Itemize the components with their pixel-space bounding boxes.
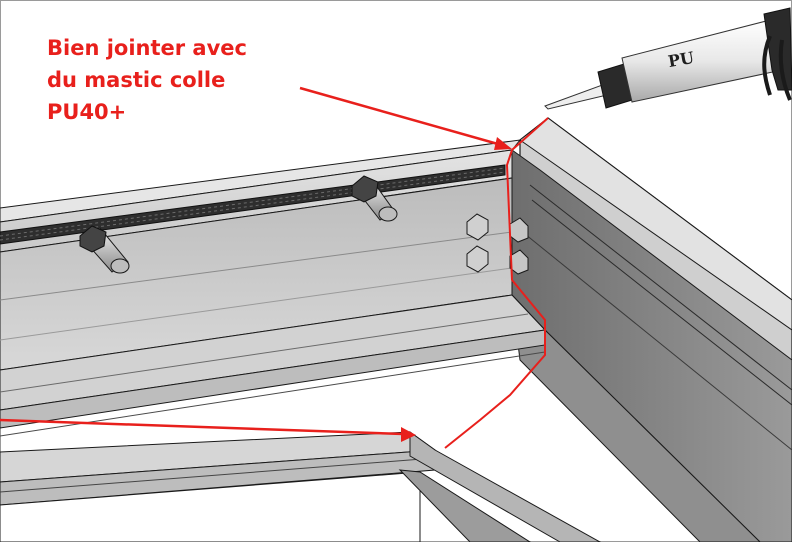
sealing-instruction-text: Bien jointer avec du mastic colle PU40+ — [47, 32, 307, 128]
hex-bolts — [466, 213, 529, 275]
caulking-gun-icon — [544, 7, 792, 110]
instruction-line-3: PU40+ — [47, 100, 127, 124]
stud-bolt-left — [79, 225, 130, 274]
bottom-frame-member — [0, 431, 602, 542]
seal-joint-line — [444, 117, 549, 449]
stud-bolt-right — [351, 175, 398, 222]
left-leader-arrow — [0, 418, 416, 442]
instruction-line-1: Bien jointer avec — [47, 36, 247, 60]
annotation-leader-arrow — [299, 86, 512, 150]
instruction-line-2: du mastic colle — [47, 68, 226, 92]
top-frame-member — [0, 139, 547, 437]
